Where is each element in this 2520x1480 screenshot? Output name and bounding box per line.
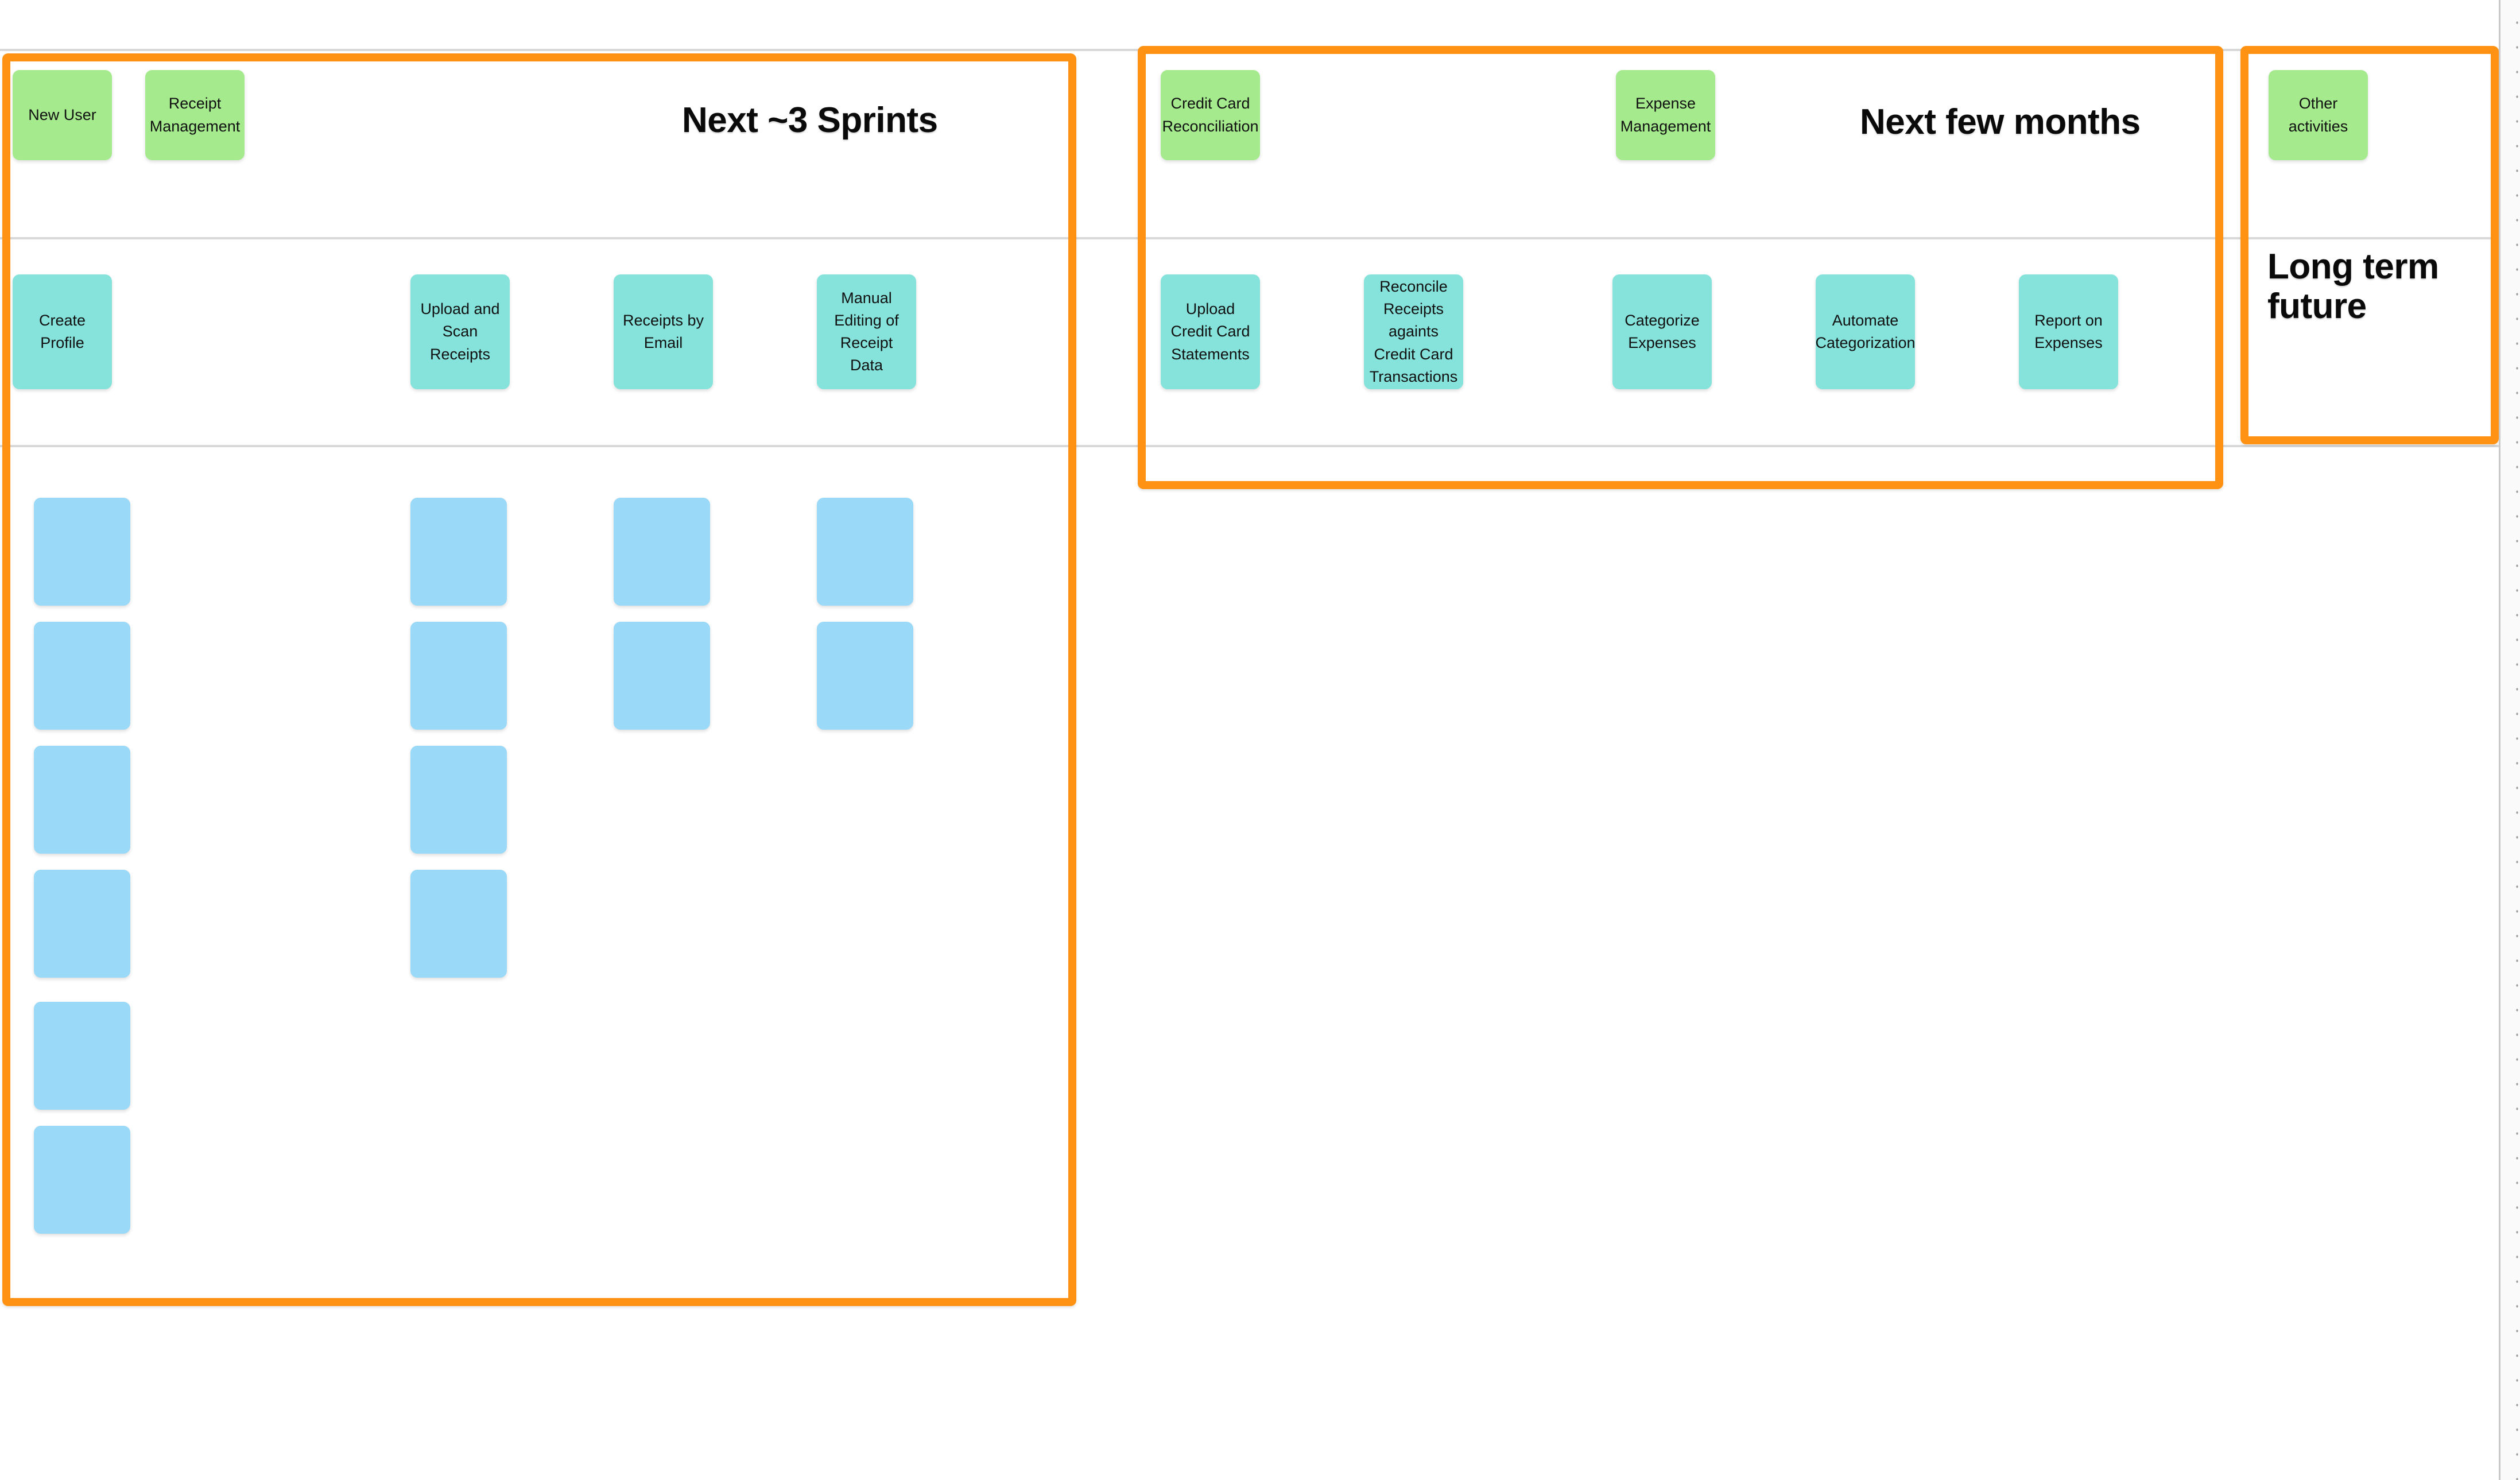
story-card[interactable]: [410, 622, 507, 730]
activity-card[interactable]: Report on Expenses: [2019, 274, 2118, 389]
dot-grid-strip: [2500, 0, 2520, 1480]
story-card[interactable]: [34, 870, 130, 978]
activity-card[interactable]: Create Profile: [13, 274, 112, 389]
story-card[interactable]: [34, 622, 130, 730]
story-card[interactable]: [34, 498, 130, 606]
lane-divider-epics-activities: [0, 237, 2509, 239]
activity-card[interactable]: Automate Categorization: [1815, 274, 1916, 389]
story-card[interactable]: [614, 622, 710, 730]
group-outline-next-3-sprints: [2, 53, 1076, 1306]
story-card[interactable]: [34, 1002, 130, 1110]
story-card[interactable]: [410, 870, 507, 978]
story-card[interactable]: [34, 1126, 130, 1234]
story-card[interactable]: [817, 622, 913, 730]
lane-divider-top: [0, 49, 2509, 51]
activity-card[interactable]: Reconcile Receipts againts Credit Card T…: [1364, 274, 1463, 389]
lane-divider-activities-stories: [0, 445, 2509, 447]
heading-next-few-months: Next few months: [1860, 102, 2141, 142]
activity-card[interactable]: Upload Credit Card Statements: [1161, 274, 1260, 389]
activity-card[interactable]: Categorize Expenses: [1612, 274, 1712, 389]
epic-card[interactable]: Expense Management: [1616, 70, 1715, 160]
story-card[interactable]: [817, 498, 913, 606]
activity-card[interactable]: Receipts by Email: [614, 274, 713, 389]
epic-card[interactable]: Receipt Management: [145, 70, 245, 160]
story-card[interactable]: [410, 746, 507, 854]
epic-card[interactable]: Credit Card Reconciliation: [1161, 70, 1260, 160]
epic-card[interactable]: New User: [13, 70, 112, 160]
epic-card[interactable]: Other activities: [2269, 70, 2368, 160]
activity-card[interactable]: Manual Editing of Receipt Data: [817, 274, 916, 389]
activity-card[interactable]: Upload and Scan Receipts: [410, 274, 510, 389]
heading-next-3-sprints: Next ~3 Sprints: [682, 100, 938, 140]
story-card[interactable]: [410, 498, 507, 606]
story-card[interactable]: [34, 746, 130, 854]
canvas-edge-rule: [2499, 0, 2500, 1480]
story-card[interactable]: [614, 498, 710, 606]
heading-long-term-future: Long term future: [2267, 247, 2439, 327]
